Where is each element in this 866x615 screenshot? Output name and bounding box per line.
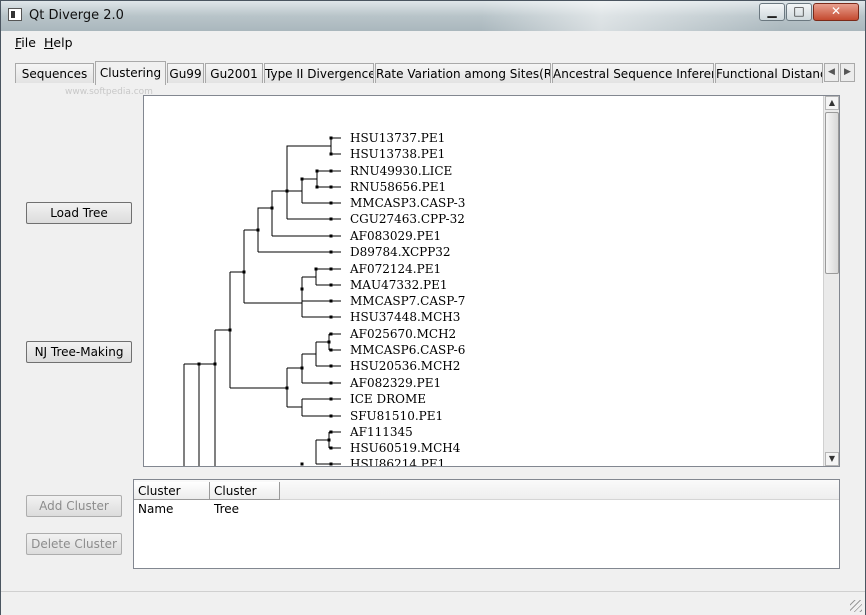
leaf-label: AF072124.PE1 — [349, 262, 441, 276]
leaf-label: AF025670.MCH2 — [349, 327, 456, 341]
tab-sequences[interactable]: Sequences — [15, 63, 94, 83]
leaf-label: HSU20536.MCH2 — [350, 359, 460, 373]
watermark-text: www.softpedia.com — [65, 87, 153, 97]
add-cluster-button[interactable]: Add Cluster — [26, 495, 122, 517]
leaf-label: ICE DROME — [350, 392, 426, 406]
app-icon[interactable] — [8, 8, 22, 21]
minimize-button[interactable]: ▁ — [759, 3, 785, 21]
leaf-label: AF082329.PE1 — [349, 376, 441, 390]
tab-rvs[interactable]: Rate Variation among Sites(RVS) — [375, 63, 551, 83]
menu-file[interactable]: File — [15, 35, 36, 50]
tree-nodes — [197, 136, 333, 466]
leaf-label: MMCASP6.CASP-6 — [350, 343, 465, 357]
title-bar[interactable]: Qt Diverge 2.0 ▁ □ ✕ — [1, 1, 865, 31]
leaf-label: HSU13738.PE1 — [350, 147, 445, 161]
leaf-label: MMCASP7.CASP-7 — [350, 294, 465, 308]
menu-help[interactable]: Help — [44, 35, 73, 50]
tab-functional-distance[interactable]: Functional Distance — [715, 63, 823, 83]
leaf-markers — [329, 136, 333, 466]
tab-bar: Sequences Clustering Gu99 Gu2001 Type II… — [11, 61, 856, 85]
leaf-label: RNU58656.PE1 — [350, 180, 446, 194]
tab-gu2001[interactable]: Gu2001 — [205, 63, 263, 83]
tab-scroll-right-icon[interactable]: ▶ — [840, 63, 855, 82]
leaf-label: MAU47332.PE1 — [350, 278, 448, 292]
leaf-label: HSU60519.MCH4 — [350, 441, 461, 455]
resize-grip-icon[interactable] — [850, 600, 862, 612]
column-header-cluster-name[interactable]: Cluster Name — [134, 482, 210, 516]
leaf-label: SFU81510.PE1 — [350, 409, 443, 423]
status-bar — [1, 591, 865, 615]
leaf-label: HSU13737.PE1 — [350, 131, 445, 145]
close-button[interactable]: ✕ — [813, 3, 859, 21]
leaf-label: MMCASP3.CASP-3 — [350, 196, 465, 210]
leaf-label: CGU27463.CPP-32 — [350, 212, 465, 226]
maximize-button[interactable]: □ — [786, 3, 812, 21]
leaf-label: HSU86214.PE1 — [350, 457, 445, 467]
tab-clustering[interactable]: Clustering — [95, 61, 166, 85]
phylogenetic-tree: HSU13737.PE1 HSU13738.PE1 RNU49930.LICE … — [183, 131, 465, 467]
leaf-label: AF083029.PE1 — [349, 229, 441, 243]
nj-tree-making-button[interactable]: NJ Tree-Making — [26, 341, 132, 363]
tab-gu99[interactable]: Gu99 — [167, 63, 204, 83]
leaf-label: D89784.XCPP32 — [350, 245, 451, 259]
tree-leaf-labels: HSU13737.PE1 HSU13738.PE1 RNU49930.LICE … — [349, 131, 465, 467]
scrollbar-thumb[interactable] — [825, 112, 839, 274]
tab-scroll-left-icon[interactable]: ◀ — [824, 63, 839, 82]
titlebar-watermark — [481, 1, 781, 31]
leaf-label: AF111345 — [349, 425, 413, 439]
cluster-table[interactable]: Cluster Name Cluster Tree — [133, 479, 840, 569]
tree-view[interactable]: HSU13737.PE1 HSU13738.PE1 RNU49930.LICE … — [143, 95, 840, 467]
load-tree-button[interactable]: Load Tree — [26, 202, 132, 224]
window-title: Qt Diverge 2.0 — [29, 8, 124, 23]
delete-cluster-button[interactable]: Delete Cluster — [26, 533, 122, 555]
tab-ancestral-sequence-inference[interactable]: Ancestral Sequence Inference — [552, 63, 714, 83]
leaf-label: RNU49930.LICE — [350, 164, 452, 178]
scroll-down-icon[interactable]: ▼ — [825, 452, 839, 466]
column-header-cluster-tree[interactable]: Cluster Tree — [210, 482, 280, 516]
leaf-label: HSU37448.MCH3 — [350, 310, 460, 324]
tree-vertical-scrollbar[interactable]: ▲ ▼ — [823, 96, 839, 466]
tab-type-ii-divergence[interactable]: Type II Divergence — [264, 63, 374, 83]
scroll-up-icon[interactable]: ▲ — [825, 96, 839, 110]
table-header-bar — [134, 480, 839, 500]
menu-bar: File Help — [1, 31, 865, 53]
